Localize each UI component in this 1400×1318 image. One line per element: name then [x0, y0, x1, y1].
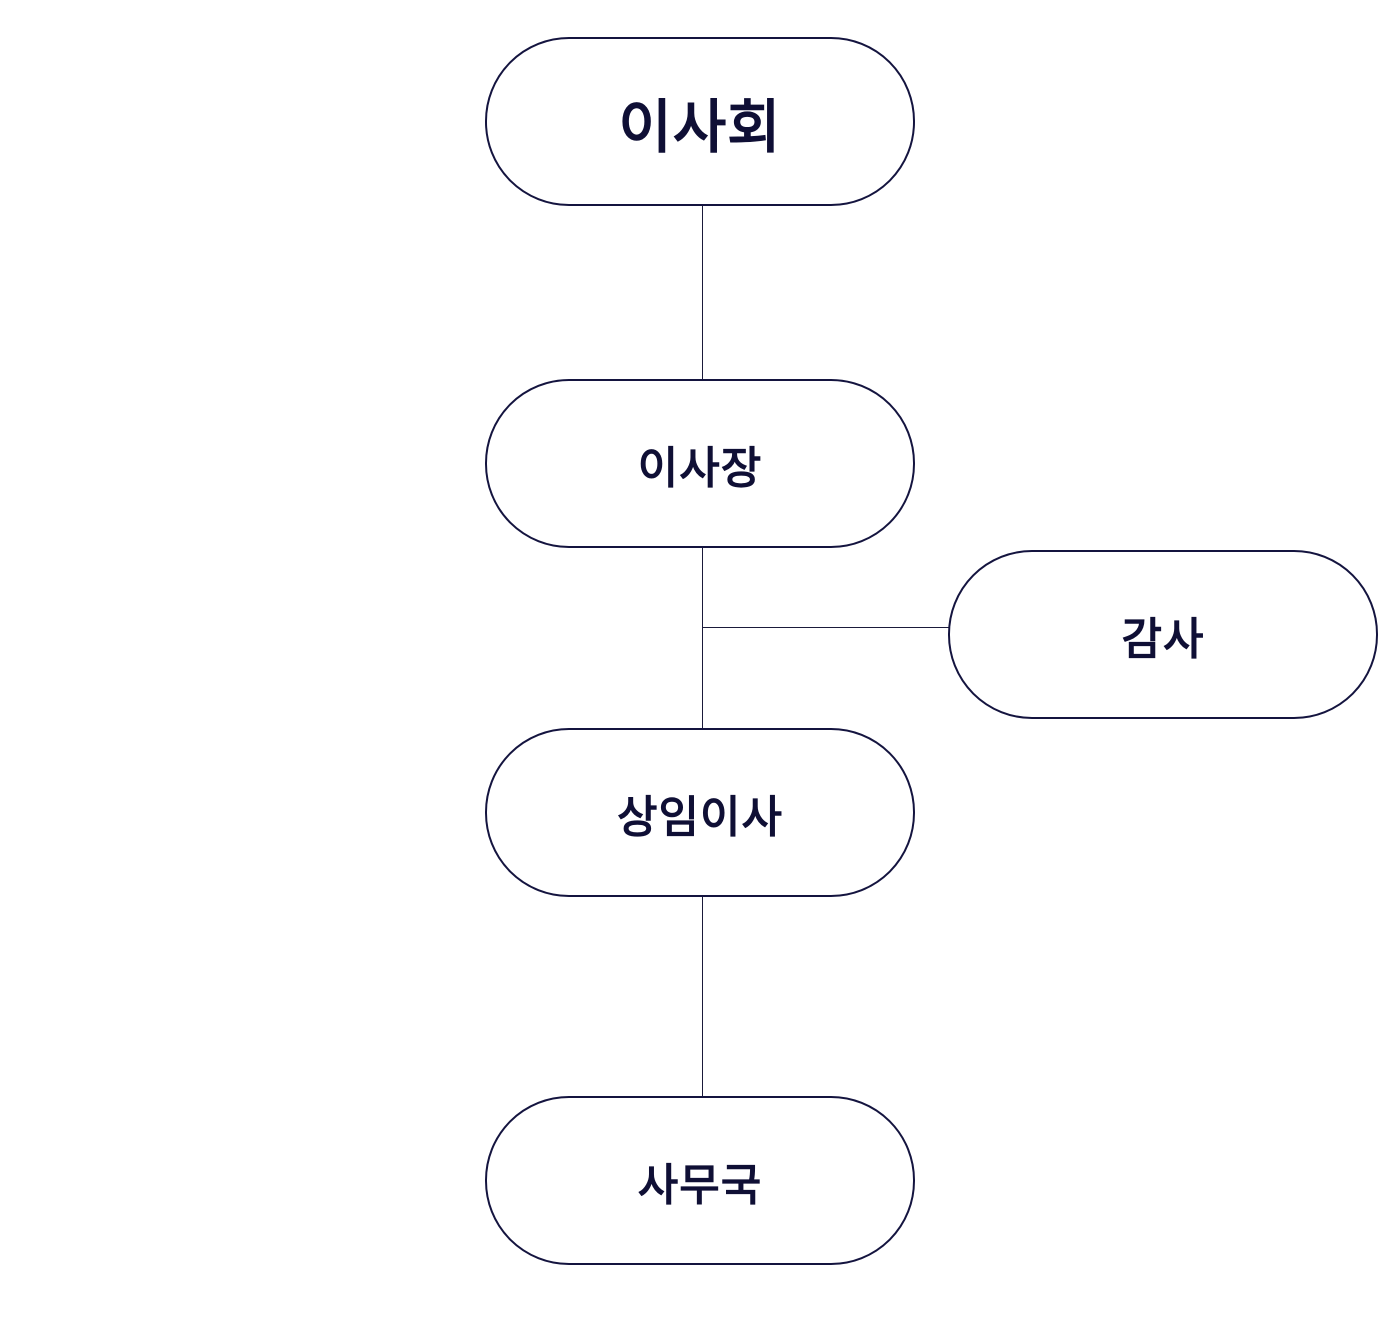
node-auditor: 감사: [948, 550, 1378, 719]
node-label-auditor: 감사: [1121, 613, 1205, 665]
node-secretariat: 사무국: [485, 1096, 915, 1265]
connector-director-secretariat: [702, 897, 703, 1097]
node-label-chairman: 이사장: [637, 442, 763, 494]
connector-auditor-branch: [702, 627, 949, 628]
node-chairman: 이사장: [485, 379, 915, 548]
connector-chairman-director: [702, 548, 703, 729]
connector-board-chairman: [702, 206, 703, 380]
node-board: 이사회: [485, 37, 915, 206]
node-label-standing-director: 상임이사: [617, 791, 783, 843]
node-standing-director: 상임이사: [485, 728, 915, 897]
node-label-secretariat: 사무국: [637, 1159, 763, 1211]
node-label-board: 이사회: [618, 92, 782, 161]
